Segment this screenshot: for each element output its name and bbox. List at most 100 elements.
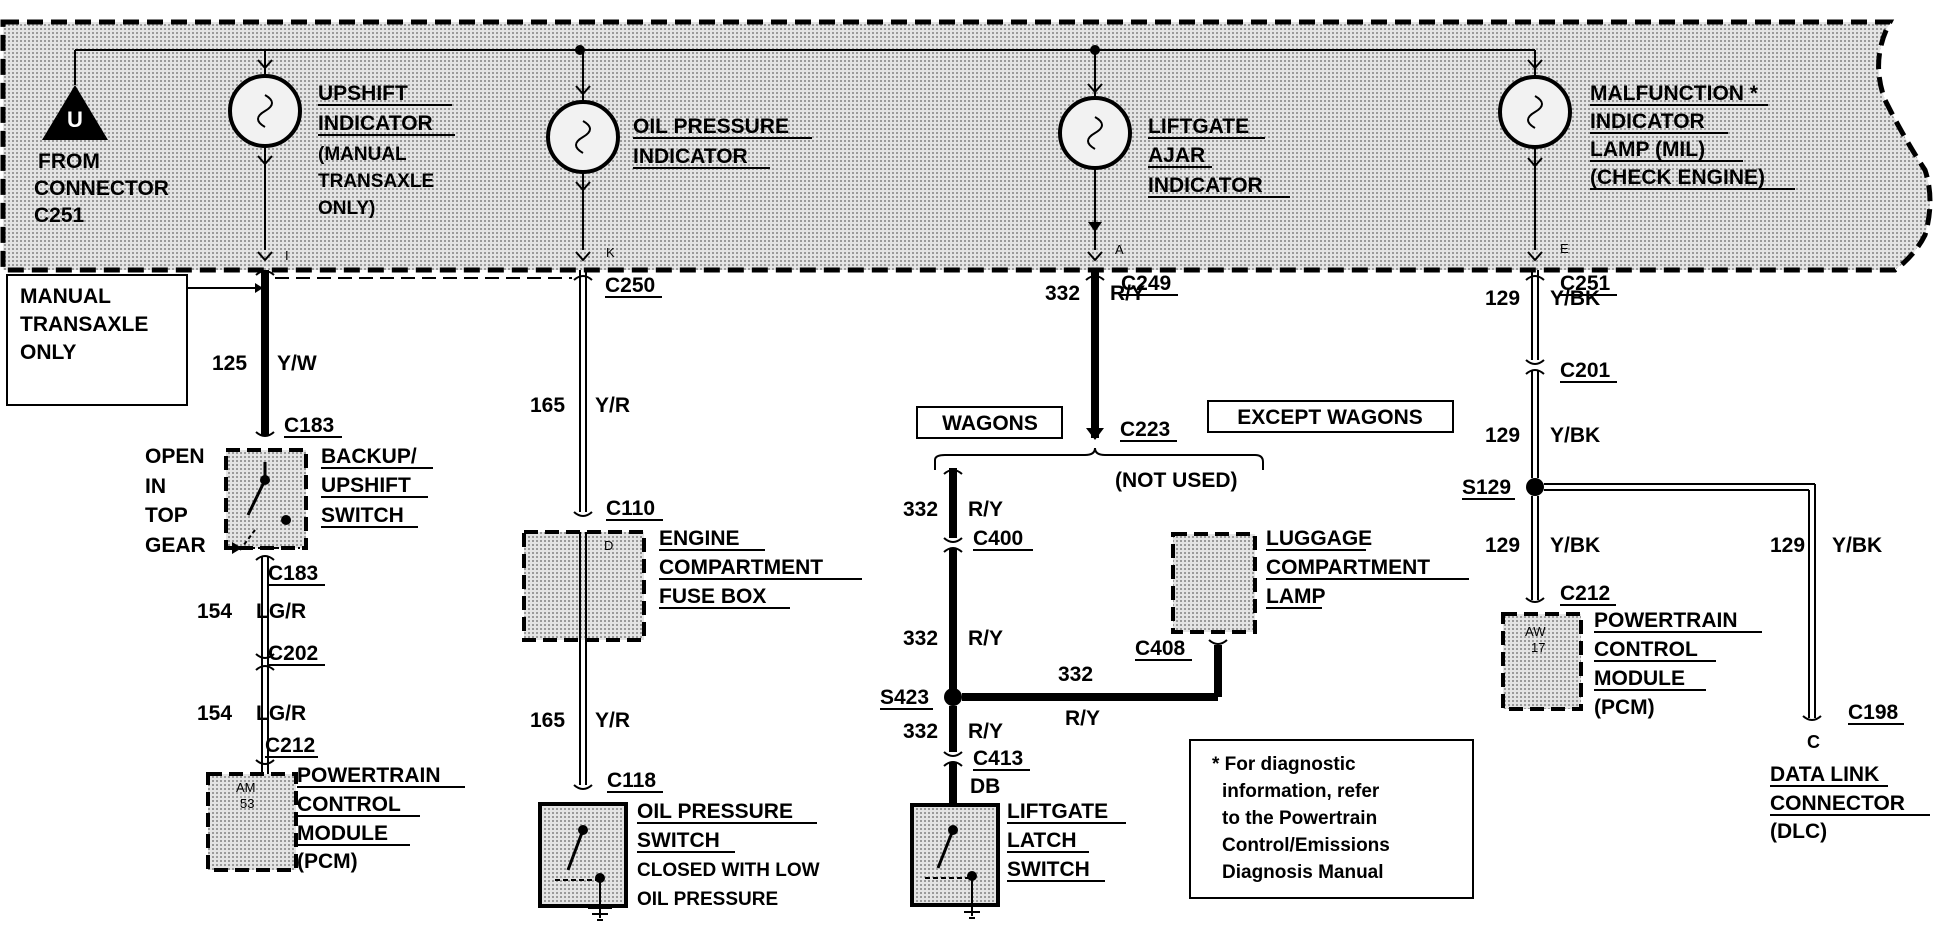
svg-text:MODULE: MODULE [1594,667,1685,690]
upshift-indicator: I UPSHIFT INDICATOR (MANUAL TRANSAXLE ON… [228,50,455,263]
pcm-left-module [206,772,298,872]
svg-text:IN: IN [145,475,166,498]
svg-text:129: 129 [1485,534,1520,557]
svg-text:LAMP (MIL): LAMP (MIL) [1590,138,1705,161]
svg-text:AW: AW [1525,624,1546,639]
svg-text:Y/BK: Y/BK [1550,534,1600,557]
svg-text:S129: S129 [1462,476,1511,499]
svg-text:C183: C183 [284,414,334,437]
svg-text:Y/R: Y/R [595,709,630,732]
svg-text:MANUAL: MANUAL [20,285,111,308]
liftgate-latch-switch [910,803,1000,907]
svg-text:UPSHIFT: UPSHIFT [321,474,411,497]
svg-text:129: 129 [1770,534,1805,557]
svg-text:332: 332 [903,498,938,521]
svg-text:17: 17 [1531,640,1545,655]
svg-text:129: 129 [1485,287,1520,310]
svg-text:R/Y: R/Y [968,627,1003,650]
svg-text:INDICATOR: INDICATOR [318,112,433,135]
svg-text:CONTROL: CONTROL [297,793,401,816]
svg-text:C212: C212 [1560,582,1610,605]
svg-text:LG/R: LG/R [256,600,306,623]
svg-text:R/Y: R/Y [1065,707,1100,730]
svg-text:OIL PRESSURE: OIL PRESSURE [637,800,793,823]
svg-text:Y/W: Y/W [277,352,317,375]
svg-text:GEAR: GEAR [145,534,206,557]
svg-text:FUSE BOX: FUSE BOX [659,585,766,608]
svg-text:to the Powertrain: to the Powertrain [1222,808,1377,829]
instrument-cluster-region [0,19,1933,273]
svg-text:332: 332 [903,720,938,743]
svg-text:S423: S423 [880,686,929,709]
pcm-right-module [1501,612,1583,711]
svg-text:Y/BK: Y/BK [1550,287,1600,310]
svg-text:LUGGAGE: LUGGAGE [1266,527,1372,550]
svg-text:K: K [606,245,615,260]
svg-text:Diagnosis Manual: Diagnosis Manual [1222,862,1384,883]
wagons-label-box [916,406,1063,439]
svg-text:I: I [285,248,289,263]
svg-text:C251: C251 [1560,272,1611,295]
svg-text:(PCM): (PCM) [1594,696,1655,719]
oil-pressure-circuit: C250 165 Y/R C110 D ENGINE COMPARTMENT F… [522,270,862,921]
svg-text:C223: C223 [1120,418,1170,441]
svg-text:C249: C249 [1121,272,1171,295]
svg-text:154: 154 [197,702,232,725]
svg-text:ENGINE: ENGINE [659,527,740,550]
mil-circuit: C251 129 Y/BK C201 129 Y/BK S129 129 Y/B… [1462,270,1930,843]
svg-text:129: 129 [1485,424,1520,447]
svg-text:TRANSAXLE: TRANSAXLE [20,313,148,336]
luggage-compartment-lamp [1171,532,1257,634]
svg-text:OPEN: OPEN [145,445,205,468]
oil-pressure-switch [538,802,628,908]
svg-text:INDICATOR: INDICATOR [1148,174,1263,197]
svg-text:BACKUP/: BACKUP/ [321,445,417,468]
liftgate-circuit: C249 332 R/Y C223 WAGONS EXCEPT WAGONS (… [880,270,1469,919]
svg-text:LIFTGATE: LIFTGATE [1148,115,1249,138]
svg-text:C183: C183 [268,562,318,585]
oil-pressure-indicator: K OIL PRESSURE INDICATOR [546,50,812,262]
svg-text:Y/R: Y/R [595,394,630,417]
svg-text:SWITCH: SWITCH [637,829,720,852]
svg-text:(DLC): (DLC) [1770,820,1827,843]
svg-text:SWITCH: SWITCH [321,504,404,527]
manual-transaxle-note [6,274,188,406]
svg-text:C202: C202 [268,642,318,665]
svg-text:165: 165 [530,394,565,417]
svg-text:(MANUAL: (MANUAL [318,144,407,165]
svg-text:COMPARTMENT: COMPARTMENT [1266,556,1430,579]
svg-text:C110: C110 [606,497,655,520]
svg-text:C212: C212 [265,734,315,757]
svg-text:332: 332 [903,627,938,650]
svg-text:165: 165 [530,709,565,732]
svg-text:POWERTRAIN: POWERTRAIN [1594,609,1738,632]
svg-text:53: 53 [240,796,254,811]
svg-text:C198: C198 [1848,701,1899,724]
svg-text:Y/BK: Y/BK [1832,534,1882,557]
svg-text:(PCM): (PCM) [297,850,358,873]
svg-text:C413: C413 [973,747,1023,770]
svg-text:125: 125 [212,352,247,375]
svg-text:332: 332 [1045,282,1080,305]
svg-text:LIFTGATE: LIFTGATE [1007,800,1108,823]
except-wagons-label-box [1207,400,1454,433]
upshift-circuit: MANUAL TRANSAXLE ONLY 125 Y/W C183 OPEN … [6,270,465,873]
svg-text:C400: C400 [973,527,1023,550]
svg-text:INDICATOR: INDICATOR [633,145,748,168]
svg-text:CLOSED WITH LOW: CLOSED WITH LOW [637,860,820,881]
svg-text:SWITCH: SWITCH [1007,858,1090,881]
svg-text:R/Y: R/Y [1110,282,1145,305]
svg-text:MALFUNCTION *: MALFUNCTION * [1590,82,1759,105]
svg-text:OIL PRESSURE: OIL PRESSURE [637,889,778,910]
svg-text:C201: C201 [1560,359,1611,382]
svg-text:MODULE: MODULE [297,822,388,845]
svg-text:(NOT USED): (NOT USED) [1115,469,1238,492]
svg-text:DB: DB [970,775,1000,798]
liftgate-ajar-indicator: A LIFTGATE AJAR INDICATOR [1058,50,1290,262]
svg-text:(CHECK ENGINE): (CHECK ENGINE) [1590,166,1765,189]
svg-text:AJAR: AJAR [1148,144,1205,167]
svg-text:C251: C251 [34,204,85,227]
svg-text:LATCH: LATCH [1007,829,1077,852]
svg-text:C: C [1807,732,1820,752]
